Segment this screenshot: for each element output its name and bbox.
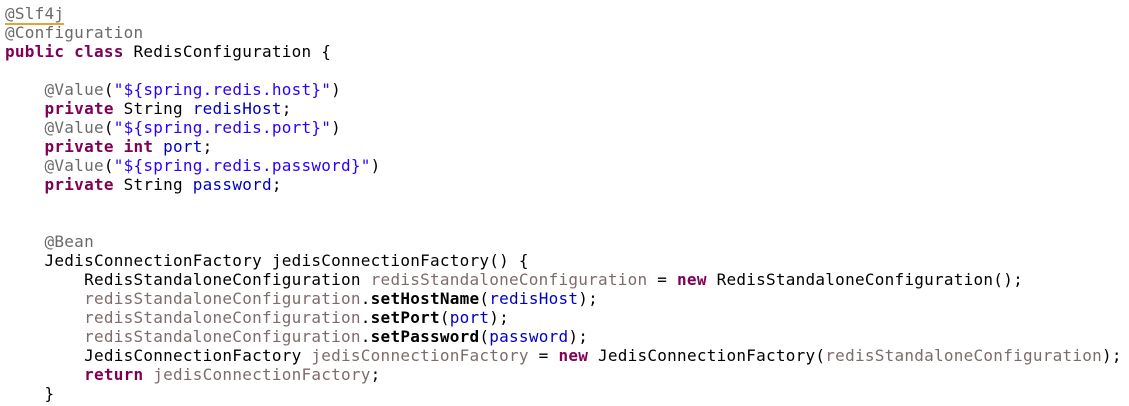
code-token-plain: ) [331, 118, 342, 137]
code-line[interactable]: @Slf4j [5, 4, 1129, 25]
code-line[interactable] [5, 194, 1129, 213]
code-token-plain: ( [479, 289, 490, 308]
code-token-plain: String [113, 175, 193, 194]
code-token-keyword: return [84, 365, 144, 384]
code-token-plain: RedisConfiguration { [123, 42, 332, 61]
code-line[interactable]: JedisConnectionFactory jedisConnectionFa… [5, 346, 1129, 365]
code-token-method: setPort [370, 308, 440, 327]
code-token-plain: ( [479, 327, 490, 346]
code-token-plain [5, 80, 45, 99]
code-token-local: redisStandaloneConfiguration [84, 289, 361, 308]
code-token-field: redisHost [192, 99, 282, 118]
code-token-field: password [489, 327, 569, 346]
code-line[interactable]: } [5, 384, 1129, 403]
code-line[interactable]: @Bean [5, 232, 1129, 251]
code-line[interactable]: private String redisHost; [5, 99, 1129, 118]
code-token-plain: RedisStandaloneConfiguration [5, 270, 371, 289]
code-line[interactable]: redisStandaloneConfiguration.setHostName… [5, 289, 1129, 308]
code-token-plain [5, 289, 84, 308]
code-token-plain: . [360, 308, 371, 327]
code-token-plain: ) [370, 156, 381, 175]
code-token-plain: ; [370, 365, 381, 384]
code-line[interactable]: @Configuration [5, 23, 1129, 42]
code-token-plain: ; [271, 175, 282, 194]
code-token-local: redisStandaloneConfiguration [825, 346, 1103, 365]
code-token-string: "${spring.redis.password}" [113, 156, 371, 175]
code-token-plain: = [528, 346, 559, 365]
code-token-annotation: @Value [44, 118, 104, 137]
code-line[interactable] [5, 61, 1129, 80]
code-token-plain: String [113, 99, 193, 118]
code-token-plain [153, 137, 163, 156]
code-token-local: redisStandaloneConfiguration [84, 308, 361, 327]
code-line[interactable]: JedisConnectionFactory jedisConnectionFa… [5, 251, 1129, 270]
code-token-method: setPassword [370, 327, 480, 346]
code-token-plain [5, 365, 84, 384]
code-line[interactable]: private int port; [5, 137, 1129, 156]
code-token-plain: ( [103, 80, 114, 99]
code-token-plain: ; [202, 137, 213, 156]
code-token-annotation: @Value [44, 156, 104, 175]
code-token-plain [5, 137, 45, 156]
code-line[interactable] [5, 213, 1129, 232]
code-line[interactable]: return jedisConnectionFactory; [5, 365, 1129, 384]
code-token-plain: ); [489, 308, 510, 327]
code-line[interactable]: @Value("${spring.redis.port}") [5, 118, 1129, 137]
code-token-plain [5, 308, 84, 327]
code-token-field: port [449, 308, 490, 327]
code-token-plain [5, 118, 45, 137]
code-token-plain: . [360, 327, 371, 346]
code-token-keyword: private int [44, 137, 154, 156]
code-token-plain: JedisConnectionFactory jedisConnectionFa… [5, 251, 529, 270]
code-token-plain: JedisConnectionFactory [5, 346, 312, 365]
code-token-annotation: @Configuration [5, 23, 144, 42]
code-token-plain: ( [103, 118, 114, 137]
code-token-keyword: private [44, 99, 114, 118]
code-token-plain: ; [281, 99, 292, 118]
code-token-plain [5, 175, 45, 194]
code-line[interactable]: private String password; [5, 175, 1129, 194]
code-token-annotation: @Value [44, 80, 104, 99]
code-token-plain: JedisConnectionFactory( [588, 346, 826, 365]
code-token-method: setHostName [370, 289, 480, 308]
code-token-field: redisHost [489, 289, 579, 308]
code-token-plain [5, 156, 45, 175]
code-token-plain: ); [568, 327, 589, 346]
code-token-field: password [192, 175, 272, 194]
code-token-keyword: private [44, 175, 114, 194]
code-token-annotation-warn: @Slf4j [5, 4, 65, 25]
code-token-keyword: new [677, 270, 707, 289]
code-token-local: jedisConnectionFactory [311, 346, 529, 365]
code-token-keyword: public class [5, 42, 124, 61]
code-token-plain [5, 99, 45, 118]
code-token-string: "${spring.redis.host}" [113, 80, 332, 99]
code-token-plain: ( [103, 156, 114, 175]
code-token-field: port [163, 137, 203, 156]
code-line[interactable]: redisStandaloneConfiguration.setPassword… [5, 327, 1129, 346]
code-token-plain: ); [1102, 346, 1122, 365]
code-token-plain: ( [439, 308, 450, 327]
code-token-plain: RedisStandaloneConfiguration(); [706, 270, 1023, 289]
code-token-plain [143, 365, 153, 384]
code-token-local: redisStandaloneConfiguration [84, 327, 361, 346]
code-token-plain: ); [578, 289, 598, 308]
code-line[interactable]: public class RedisConfiguration { [5, 42, 1129, 61]
code-token-string: "${spring.redis.port}" [113, 118, 332, 137]
code-token-local: redisStandaloneConfiguration [370, 270, 648, 289]
code-line[interactable]: @Value("${spring.redis.password}") [5, 156, 1129, 175]
code-token-plain [5, 327, 84, 346]
code-token-plain [5, 232, 45, 251]
code-token-plain: } [5, 384, 55, 403]
code-token-plain: = [647, 270, 678, 289]
code-line[interactable]: RedisStandaloneConfiguration redisStanda… [5, 270, 1129, 289]
code-line[interactable]: redisStandaloneConfiguration.setPort(por… [5, 308, 1129, 327]
code-line[interactable]: @Value("${spring.redis.host}") [5, 80, 1129, 99]
code-token-keyword: new [558, 346, 589, 365]
code-token-local: jedisConnectionFactory [153, 365, 371, 384]
code-token-plain: ) [331, 80, 342, 99]
code-token-annotation: @Bean [44, 232, 94, 251]
code-token-plain: . [360, 289, 371, 308]
